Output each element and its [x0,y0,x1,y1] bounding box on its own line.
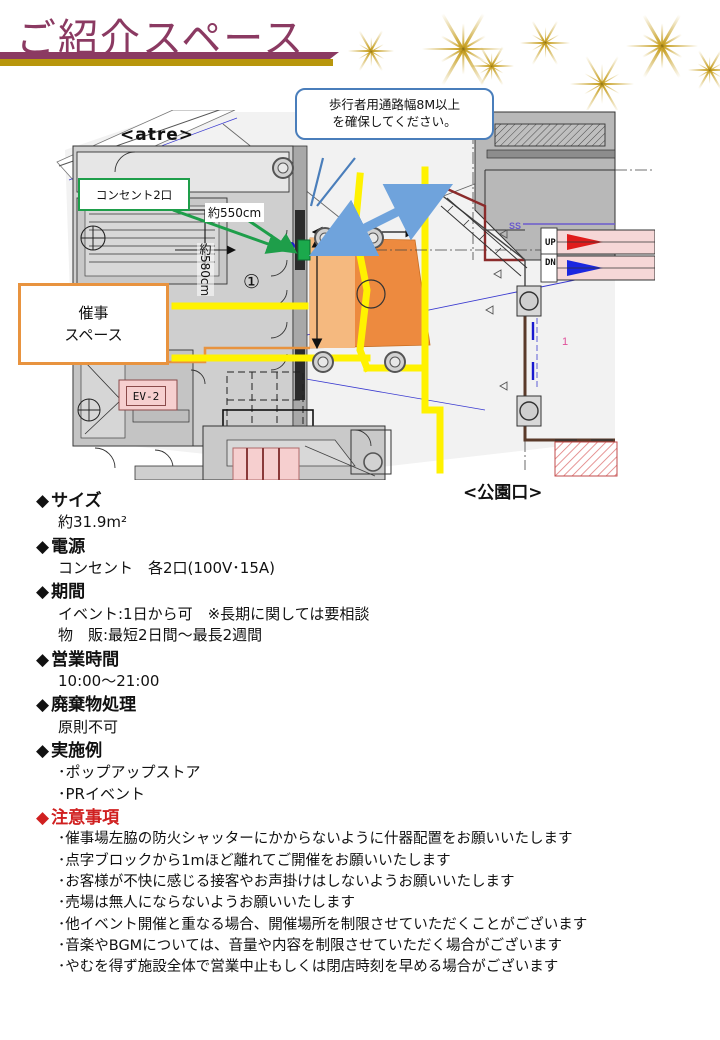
title-rule-gold [0,59,333,66]
spec-value: コンセント 各2口(100V･15A) [58,559,275,578]
spec-value: ･ポップアップストア [58,763,201,782]
spec-value: 物 販:最短2日間〜最長2週間 [58,626,263,645]
sparkle-star [348,28,394,74]
note-item: ･音楽やBGMについては、音量や内容を制限させていただく場合がございます [58,938,562,954]
label-elevator-ev2: EV-2 [126,386,166,406]
label-escalator-down: DN [545,258,556,268]
spec-heading: ◆実施例 [36,740,696,762]
label-escalator-up: UP [545,238,556,248]
sparkle-star [688,48,720,92]
sparkle-star [422,8,504,90]
note-item: ･やむを得ず施設全体で営業中止もしくは閉店時刻を早める場合がございます [58,959,559,976]
dimension-vertical: 約580cm [197,243,214,297]
spec-value: 10:00〜21:00 [58,671,160,690]
note-item: ･お客様が不快に感じる接客やお声掛けはしないようお願いいたします [58,874,515,891]
label-kouen-guchi: <公園口> [460,478,546,503]
diamond-bullet-icon: ◆ [36,582,50,603]
diamond-bullet-icon: ◆ [36,740,50,761]
note-item: ･売場は無人にならないようお願いいたします [58,895,355,912]
sparkle-star [470,44,514,88]
sparkle-star [570,52,634,116]
spec-value: 原則不可 [58,717,119,736]
callout-outlet-label: コンセント2口 [95,187,173,202]
spec-heading-label: 営業時間 [51,649,120,670]
note-item: ･他イベント開催と重なる場合、開催場所を制限させていただくことがございます [58,916,588,933]
label-ss: SS [509,221,522,231]
callout-event-line2: スペース [64,326,123,344]
specification-list: ◆サイズ約31.9m²◆電源コンセント 各2口(100V･15A)◆期間イベント… [36,488,696,979]
page-header: ご紹介スペース [0,0,720,113]
notes-heading-label: 注意事項 [51,808,120,828]
sparkle-decoration [330,0,720,113]
diamond-bullet-icon: ◆ [36,491,50,511]
callout-power-outlet: コンセント2口 [78,178,190,211]
spec-value: イベント:1日から可 ※長期に関しては要相談 [58,604,370,623]
callout-event-line1: 催事 [78,303,109,322]
spec-heading-label: 電源 [51,536,86,557]
spec-heading-label: 実施例 [51,740,103,761]
spec-heading: ◆電源 [36,536,696,558]
spec-heading: ◆サイズ [36,490,696,512]
note-item: ･催事場左脇の防火シャッターにかからないように什器配置をお願いいたします [58,831,573,848]
notes-heading: ◆注意事項 [36,807,696,829]
diamond-bullet-icon: ◆ [36,695,50,716]
sparkle-star [626,10,698,82]
callout-corridor-line2: を確保してください。 [332,114,457,129]
title-rule-purple [0,52,339,59]
event-area-marker: ① [243,271,261,293]
callout-event-space: 催事 スペース [18,283,169,365]
spec-heading-label: 廃棄物処理 [51,695,137,716]
note-item: ･点字ブロックから1mほど離れてご開催をお願いいたします [58,852,451,869]
spec-value: ･PRイベント [58,784,145,803]
diamond-bullet-icon: ◆ [36,536,50,557]
diamond-bullet-icon: ◆ [36,649,50,670]
spec-heading-label: 期間 [51,582,86,603]
spec-heading: ◆営業時間 [36,649,696,671]
diamond-bullet-icon: ◆ [36,808,50,828]
label-zone-1: 1 [562,336,569,348]
corridor-width-arrow [308,183,454,257]
spec-heading: ◆期間 [36,581,696,603]
spec-heading-label: サイズ [51,491,102,511]
sparkle-star [520,18,570,68]
spec-heading: ◆廃棄物処理 [36,694,696,716]
spec-value: 約31.9m² [58,513,128,532]
label-atre: <atre> [120,125,194,145]
dimension-horizontal: 約550cm [205,203,265,222]
callout-corridor-line1: 歩行者用通路幅8M以上 [328,97,461,113]
callout-corridor-width: 歩行者用通路幅8M以上 を確保してください。 [295,88,494,140]
